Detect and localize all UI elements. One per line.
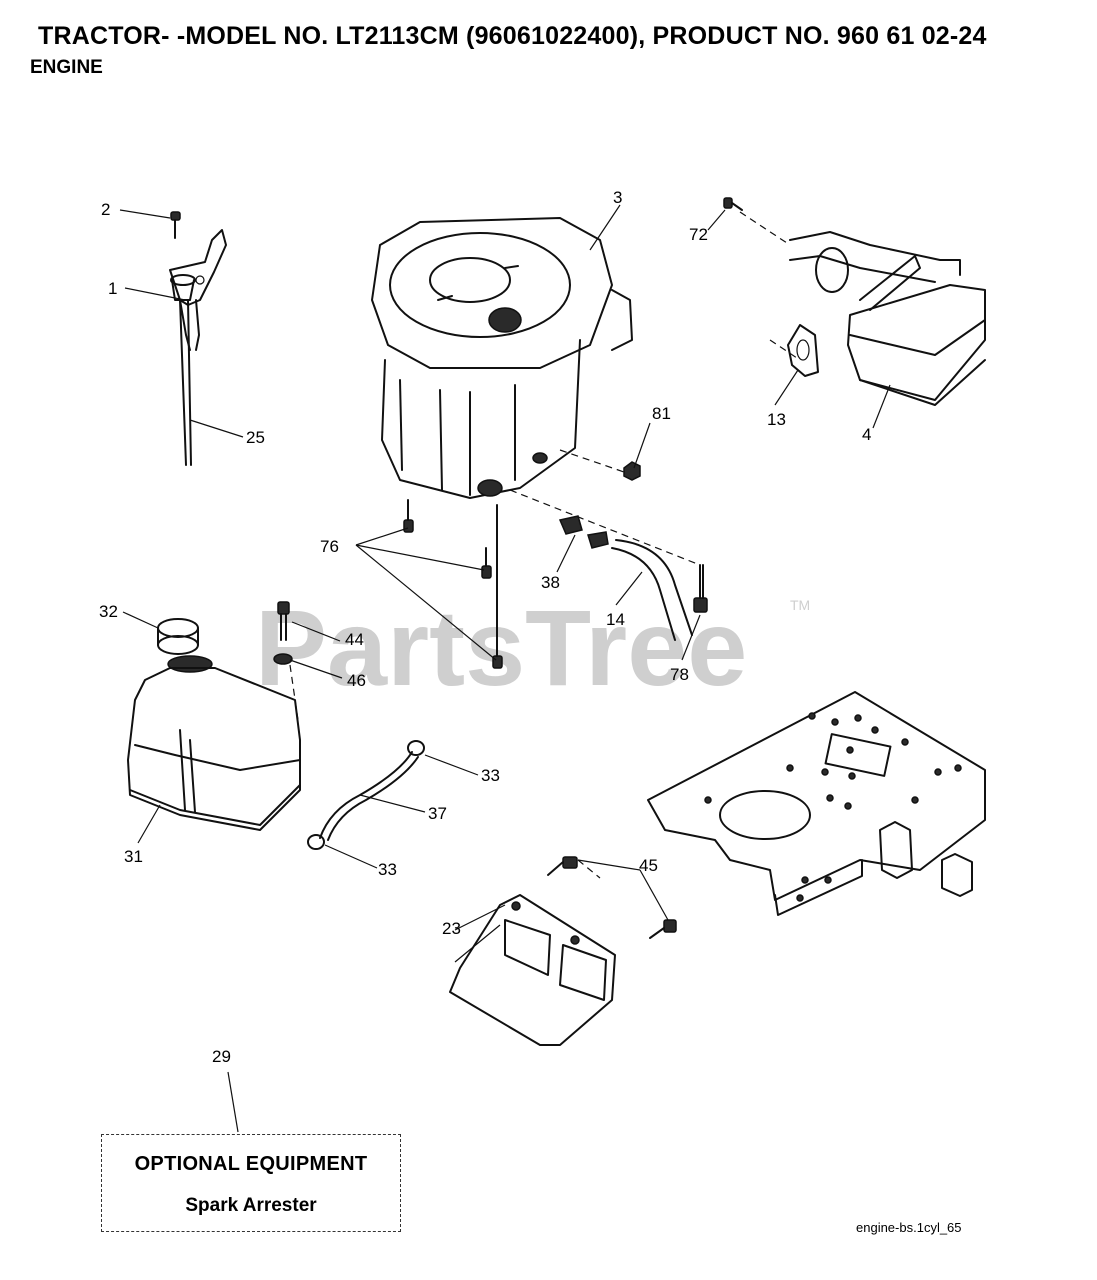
part-fuel-line-37[interactable] [319,751,419,841]
callout-33-upper: 33 [481,766,500,785]
callout-37: 37 [428,804,447,823]
callout-72: 72 [689,225,708,244]
optional-equipment-box: OPTIONAL EQUIPMENT Spark Arrester [101,1134,401,1232]
part-fuel-cap[interactable] [157,618,199,655]
optional-equipment-item: Spark Arrester [185,1195,317,1216]
callout-44: 44 [345,630,364,649]
callout-29: 29 [212,1047,231,1066]
part-clamp-33-upper[interactable] [407,740,425,756]
callout-31: 31 [124,847,143,866]
section-subtitle: ENGINE [30,57,103,78]
callout-81: 81 [652,404,671,423]
callout-1: 1 [108,279,117,298]
callout-46: 46 [347,671,366,690]
callout-14: 14 [606,610,625,629]
callout-3: 3 [613,188,622,207]
watermark-text: PartsTree [255,587,747,708]
watermark-trademark: TM [790,597,810,613]
part-muffler[interactable] [789,231,986,406]
part-washer-46[interactable] [273,653,293,665]
part-clamp-33-lower[interactable] [307,834,325,850]
callout-13: 13 [767,410,786,429]
part-fitting-38[interactable] [558,515,609,549]
part-bolt-78[interactable] [693,564,708,613]
callout-76: 76 [320,537,339,556]
part-bolt-44[interactable] [277,601,290,641]
part-hose-14[interactable] [611,539,693,641]
figure-reference: engine-bs.1cyl_65 [856,1220,962,1235]
callout-33-lower: 33 [378,860,397,879]
callout-45: 45 [639,856,658,875]
part-engine[interactable] [371,217,633,499]
callout-23: 23 [442,919,461,938]
callout-38: 38 [541,573,560,592]
part-throttle-bracket[interactable] [169,229,227,351]
part-screw-2[interactable] [170,211,181,239]
part-screw-45[interactable] [547,856,677,939]
part-screw-72[interactable] [723,197,743,211]
callout-32: 32 [99,602,118,621]
callout-78: 78 [670,665,689,684]
callout-2: 2 [101,200,110,219]
leader-lines [119,204,891,1133]
part-muffler-gasket[interactable] [787,324,819,377]
part-nut-81[interactable] [623,461,641,481]
part-heat-shield[interactable] [449,894,616,1046]
page-title: TRACTOR- -MODEL NO. LT2113CM (9606102240… [38,22,987,50]
optional-equipment-title: OPTIONAL EQUIPMENT [134,1153,368,1175]
part-fuel-tank[interactable] [127,655,301,831]
callout-25: 25 [246,428,265,447]
part-engine-mount-plate[interactable] [647,691,986,916]
callout-4: 4 [862,425,871,444]
